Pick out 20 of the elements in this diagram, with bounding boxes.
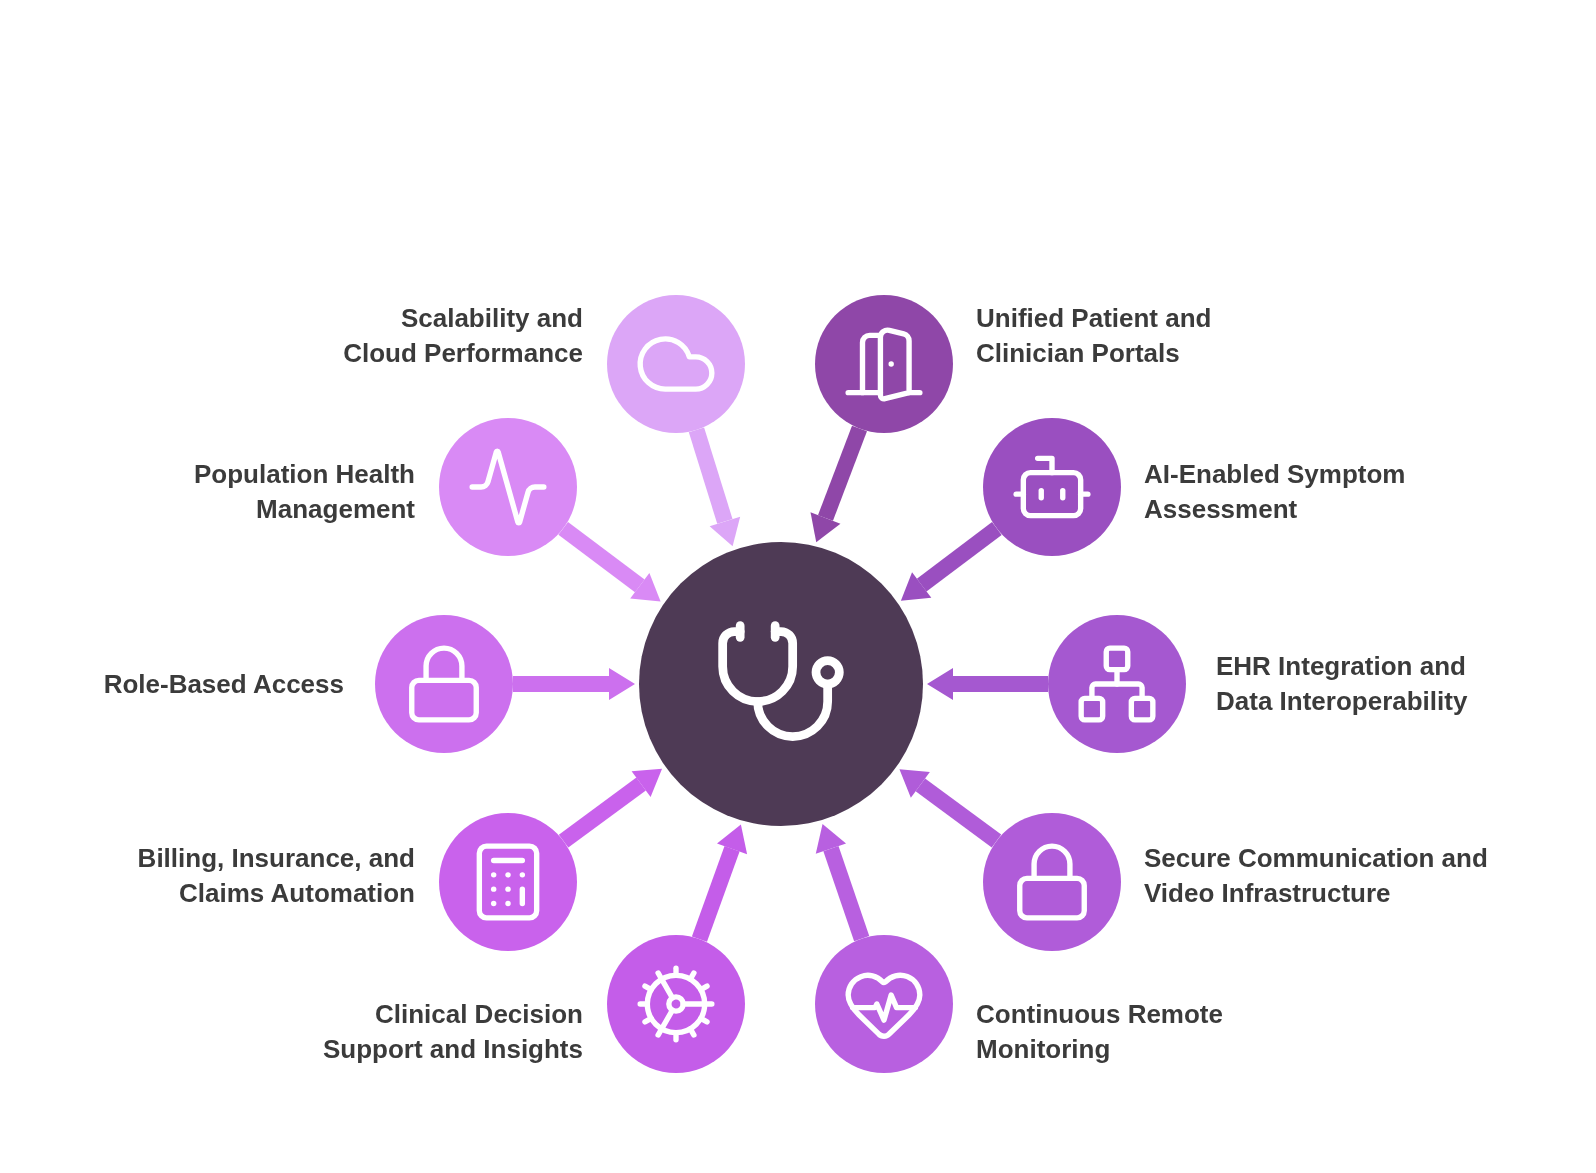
arrow	[810, 425, 867, 543]
arrow	[558, 768, 663, 848]
arrow	[691, 824, 748, 942]
topic-label: Clinical Decision Support and Insights	[322, 998, 583, 1066]
arrow	[900, 522, 1002, 601]
topic-label: Secure Communication and Video Infrastructure	[1144, 842, 1489, 910]
arrow	[558, 522, 661, 602]
arrow	[927, 668, 1048, 700]
topic-label: AI-Enabled Symptom Assessment	[1144, 458, 1407, 526]
topic-label: Population Health Management	[193, 458, 415, 526]
topic-label: Billing, Insurance, and Claims Automation	[136, 842, 415, 910]
arrow	[688, 427, 741, 547]
arrow	[513, 668, 635, 700]
arrow	[899, 769, 1002, 848]
topic-label: Scalability and Cloud Performance	[342, 302, 583, 370]
arrow	[815, 823, 870, 942]
topic-label: Unified Patient and Clinician Portals	[976, 302, 1213, 370]
topic-label: Role-Based Access	[102, 667, 344, 701]
topic-label: EHR Integration and Data Interoperability	[1216, 650, 1469, 718]
topic-label: Continuous Remote Monitoring	[976, 998, 1224, 1066]
